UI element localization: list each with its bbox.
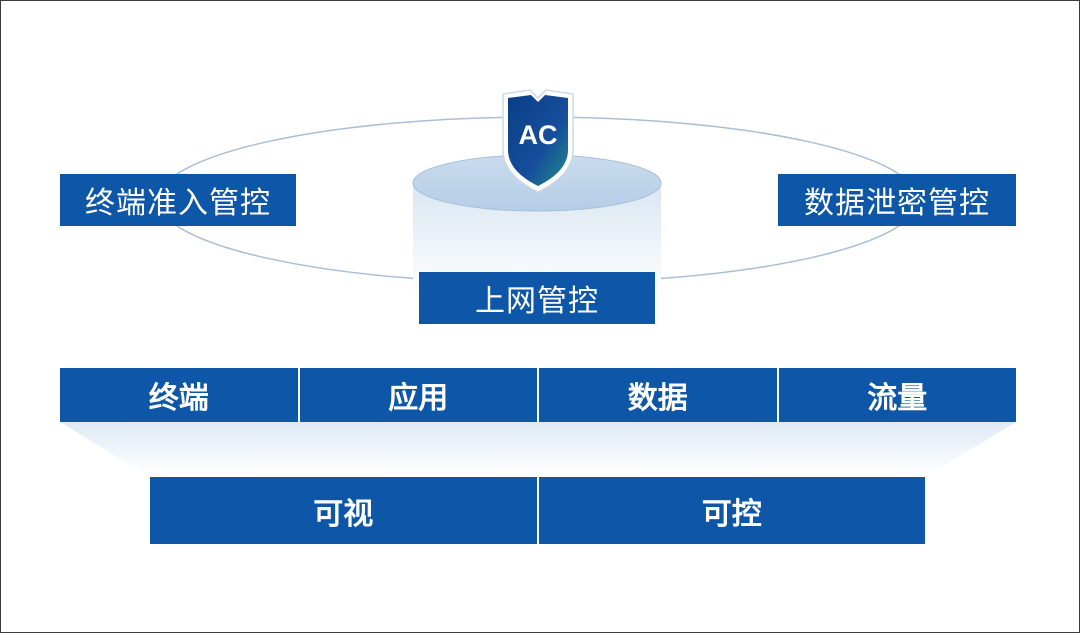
pillar-row: 终端 应用 数据 流量 <box>60 368 1016 422</box>
outcome-controllable: 可控 <box>538 477 925 544</box>
pillar-data: 数据 <box>539 368 779 422</box>
label-data-leak-control: 数据泄密管控 <box>778 174 1016 226</box>
pillar-traffic: 流量 <box>778 368 1016 422</box>
label-terminal-access-control: 终端准入管控 <box>60 174 296 226</box>
pillar-application: 应用 <box>299 368 539 422</box>
shield-icon: AC <box>502 89 574 193</box>
pillar-terminal: 终端 <box>60 368 300 422</box>
funnel-connector <box>60 422 1016 477</box>
shield-text: AC <box>519 120 558 150</box>
label-internet-access-control: 上网管控 <box>419 272 655 324</box>
outcome-visible: 可视 <box>150 477 539 544</box>
outcome-row: 可视 可控 <box>150 477 925 544</box>
